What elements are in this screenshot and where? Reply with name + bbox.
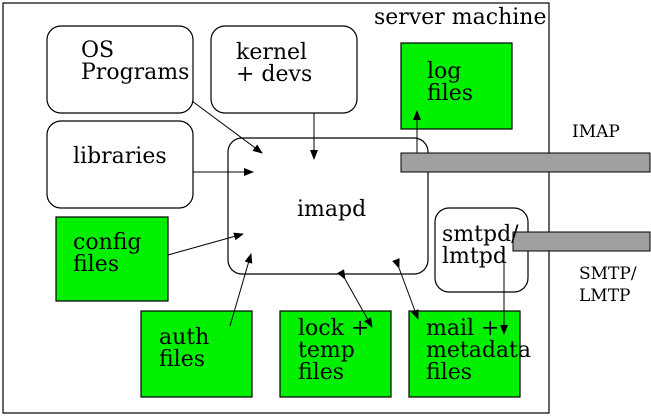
smtpd-label: smtpd/ lmtpd <box>442 222 519 269</box>
imapd-label: imapd <box>297 197 367 222</box>
kernel-label: kernel + devs <box>236 40 313 87</box>
os-programs-box <box>46 25 194 114</box>
auth-files-box <box>140 310 253 398</box>
server-machine-label: server machine <box>374 5 547 30</box>
imapd-box <box>227 137 429 275</box>
arrow-config-to-imapd <box>167 232 244 256</box>
mail-metadata-files-label: mail + metadata files <box>426 316 531 385</box>
kernel-box <box>210 25 358 114</box>
log-files-label: log files <box>427 59 474 106</box>
config-files-label: config files <box>73 230 142 277</box>
imap-label: IMAP <box>572 122 620 142</box>
smtp-bar <box>512 231 651 252</box>
imap-bar <box>400 152 651 173</box>
arrow-os-to-imapd <box>191 100 263 154</box>
os-programs-label: OS Programs <box>81 38 190 85</box>
auth-files-label: auth files <box>159 325 210 372</box>
lock-temp-files-box <box>279 310 392 398</box>
arrow-imapd-to-lock <box>337 269 373 328</box>
arrow-auth-to-imapd <box>229 253 253 327</box>
smtp-lmtp-label: SMTP/ LMTP <box>579 264 637 306</box>
libraries-box <box>46 120 194 209</box>
arrow-imapd-to-mail <box>392 258 419 320</box>
lock-temp-files-label: lock + temp files <box>298 316 370 385</box>
config-files-box <box>55 216 169 302</box>
libraries-label: libraries <box>73 144 167 169</box>
